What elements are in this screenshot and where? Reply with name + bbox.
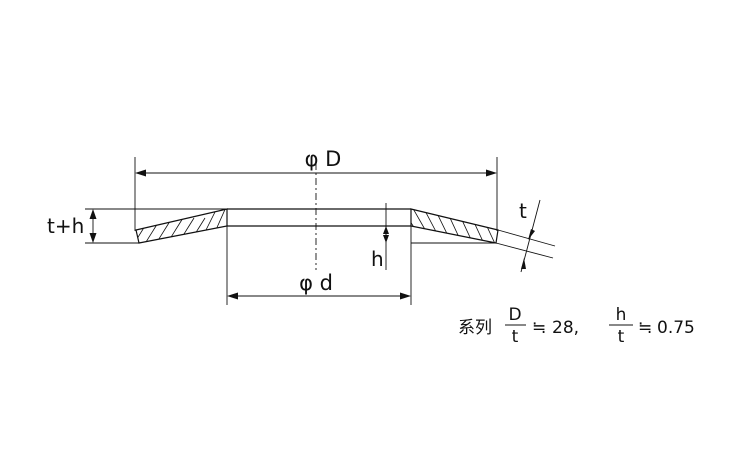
total-height-label: t+h (47, 214, 84, 238)
ratio1-numerator: D (508, 305, 521, 325)
inner-diameter-label: φ d (299, 271, 333, 295)
thickness-label: t (519, 199, 527, 223)
washer-right-section (410, 208, 499, 244)
ratio1-denominator: t (512, 327, 519, 347)
inner-diameter-dimension (227, 292, 411, 300)
thickness-dimension (495, 199, 556, 273)
washer-left-section (135, 208, 228, 244)
height-label: h (371, 247, 384, 271)
height-dimension (383, 226, 389, 243)
total-height-dimension (89, 209, 97, 243)
ratio2-denominator: t (618, 327, 625, 347)
ratio1-value: 28, (552, 318, 579, 338)
series-ratio-note: 系列 D t ≒ 28, h t ≒ 0.75 (458, 305, 695, 347)
ratio2-numerator: h (616, 305, 627, 325)
ratio1-approx-symbol: ≒ (532, 318, 546, 338)
series-label: 系列 (458, 318, 492, 338)
ratio2-approx-symbol: ≒ (638, 318, 652, 338)
ratio2-value: 0.75 (657, 318, 695, 338)
outer-diameter-label: φ D (305, 147, 342, 171)
